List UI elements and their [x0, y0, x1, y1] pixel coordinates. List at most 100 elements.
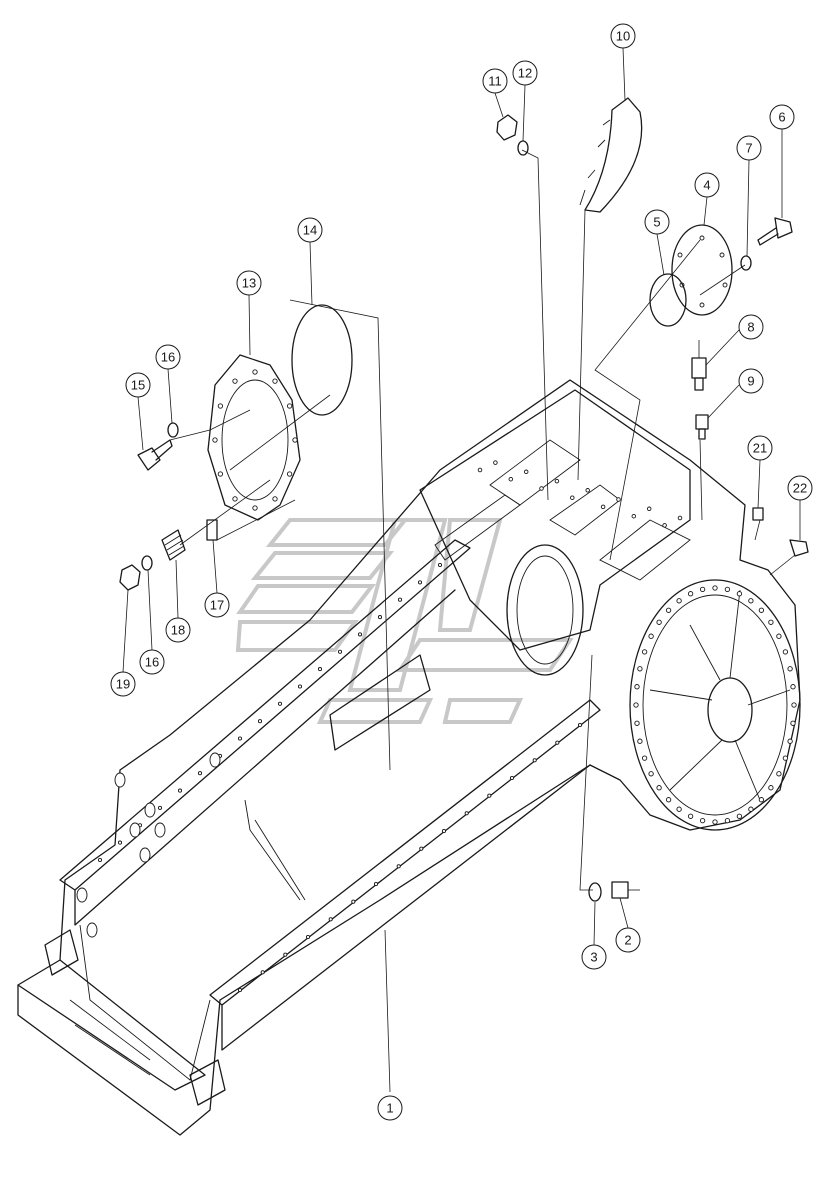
- bolt-hole: [277, 701, 283, 706]
- callout-19: 19: [110, 589, 136, 697]
- bolt-hole: [646, 506, 652, 512]
- bolt-hole: [768, 619, 774, 625]
- bolt-hole: [687, 813, 694, 819]
- cover-part-10: [579, 97, 643, 213]
- bolt-hole: [555, 740, 560, 745]
- gasket-part-13: [207, 354, 301, 521]
- bolt-hole: [712, 585, 718, 591]
- plug-part-22: [789, 539, 809, 557]
- bolt-hole: [357, 632, 363, 637]
- callout-22: 22: [787, 475, 813, 540]
- housing-bolt-holes: [633, 585, 797, 825]
- bolt-hole: [787, 666, 793, 672]
- callout-1: 1: [377, 929, 403, 1121]
- bolt-hole: [252, 505, 258, 511]
- bolt-hole: [305, 934, 311, 940]
- bolt-hole: [634, 684, 640, 690]
- bolt-hole: [260, 970, 265, 975]
- bolt-hole: [337, 649, 343, 654]
- plate-part-4: [671, 224, 733, 316]
- bolt-hole: [292, 437, 298, 443]
- callout-7: 7: [736, 135, 762, 257]
- bolt-hole: [252, 369, 258, 375]
- bolt-hole: [677, 515, 683, 521]
- callout-18: 18: [165, 559, 191, 643]
- bolt-hole: [212, 437, 218, 443]
- bolt-hole: [736, 591, 743, 597]
- callout-13: 13: [236, 270, 262, 356]
- callout-16-top: 16: [155, 344, 181, 424]
- svg-text:21: 21: [753, 441, 767, 456]
- bolt-hole: [396, 864, 401, 869]
- bolt-hole: [782, 649, 789, 655]
- bolt-hole: [272, 378, 278, 384]
- bolt-hole: [487, 793, 492, 798]
- bolt-hole: [373, 881, 379, 887]
- bolt-hole: [539, 486, 544, 491]
- bolt-hole: [477, 467, 483, 473]
- stud-part-18: [161, 529, 186, 561]
- nut-part-2: [611, 881, 640, 899]
- rail-holes: [97, 460, 683, 993]
- bolt-hole: [600, 504, 606, 510]
- callout-3: 3: [581, 901, 607, 970]
- svg-text:4: 4: [703, 178, 710, 193]
- svg-text:19: 19: [116, 677, 130, 692]
- fitting-part-8: [691, 340, 707, 391]
- bolt-hole: [699, 817, 706, 824]
- svg-text:7: 7: [745, 141, 752, 156]
- bolt-hole: [758, 797, 765, 803]
- bolt-hole: [317, 667, 323, 672]
- bolt-hole: [665, 607, 672, 613]
- bolt-hole: [217, 471, 224, 477]
- callout-9: 9: [707, 368, 764, 419]
- callout-8: 8: [705, 314, 764, 366]
- bolt-hole: [790, 684, 796, 690]
- svg-text:2: 2: [624, 933, 631, 948]
- bolt-hole: [748, 806, 754, 812]
- bolt-hole: [758, 607, 765, 613]
- bolt-hole: [177, 788, 183, 793]
- bolt-hole: [286, 471, 293, 477]
- bolt-part-15: [137, 439, 173, 471]
- bolt-hole: [328, 917, 333, 922]
- bolt-hole: [687, 591, 694, 597]
- svg-text:18: 18: [171, 623, 185, 638]
- svg-text:9: 9: [747, 374, 754, 389]
- callout-16-bottom: 16: [139, 569, 165, 675]
- svg-text:22: 22: [793, 481, 807, 496]
- bolt-hole: [790, 720, 796, 726]
- bolt-hole: [272, 496, 278, 502]
- plug-part-21: [752, 507, 764, 521]
- gasket-part-5: [649, 273, 687, 327]
- bolt-hole: [117, 840, 123, 845]
- dowel-part-17: [206, 519, 218, 541]
- bolt-hole: [748, 598, 754, 604]
- bolt-hole: [419, 846, 424, 851]
- bolt-hole: [577, 722, 583, 728]
- svg-text:11: 11: [488, 74, 502, 89]
- bolt-hole: [712, 819, 718, 825]
- bolt-hole: [197, 771, 203, 776]
- bolt-hole: [508, 476, 514, 482]
- washer-part-3: [588, 882, 602, 902]
- bolt-hole: [157, 805, 163, 810]
- bolt-hole: [676, 806, 682, 812]
- callout-5: 5: [644, 209, 670, 276]
- bolt-hole: [637, 666, 643, 672]
- svg-text:12: 12: [518, 66, 532, 81]
- callout-6: 6: [769, 104, 795, 218]
- bolt-hole: [631, 513, 637, 519]
- gasket-part-14: [291, 304, 353, 416]
- bolt-hole: [297, 684, 303, 689]
- bolt-hole: [532, 758, 537, 763]
- bolt-hole: [787, 738, 793, 744]
- bolt-hole: [662, 523, 667, 528]
- svg-text:1: 1: [386, 1101, 393, 1116]
- bolt-hole: [217, 403, 224, 409]
- washer-part-16-top: [167, 422, 179, 438]
- washer-part-16-bottom: [141, 555, 153, 571]
- bolt-hole: [656, 619, 662, 625]
- bolt-hole: [724, 586, 731, 593]
- bolt-hole: [724, 817, 731, 824]
